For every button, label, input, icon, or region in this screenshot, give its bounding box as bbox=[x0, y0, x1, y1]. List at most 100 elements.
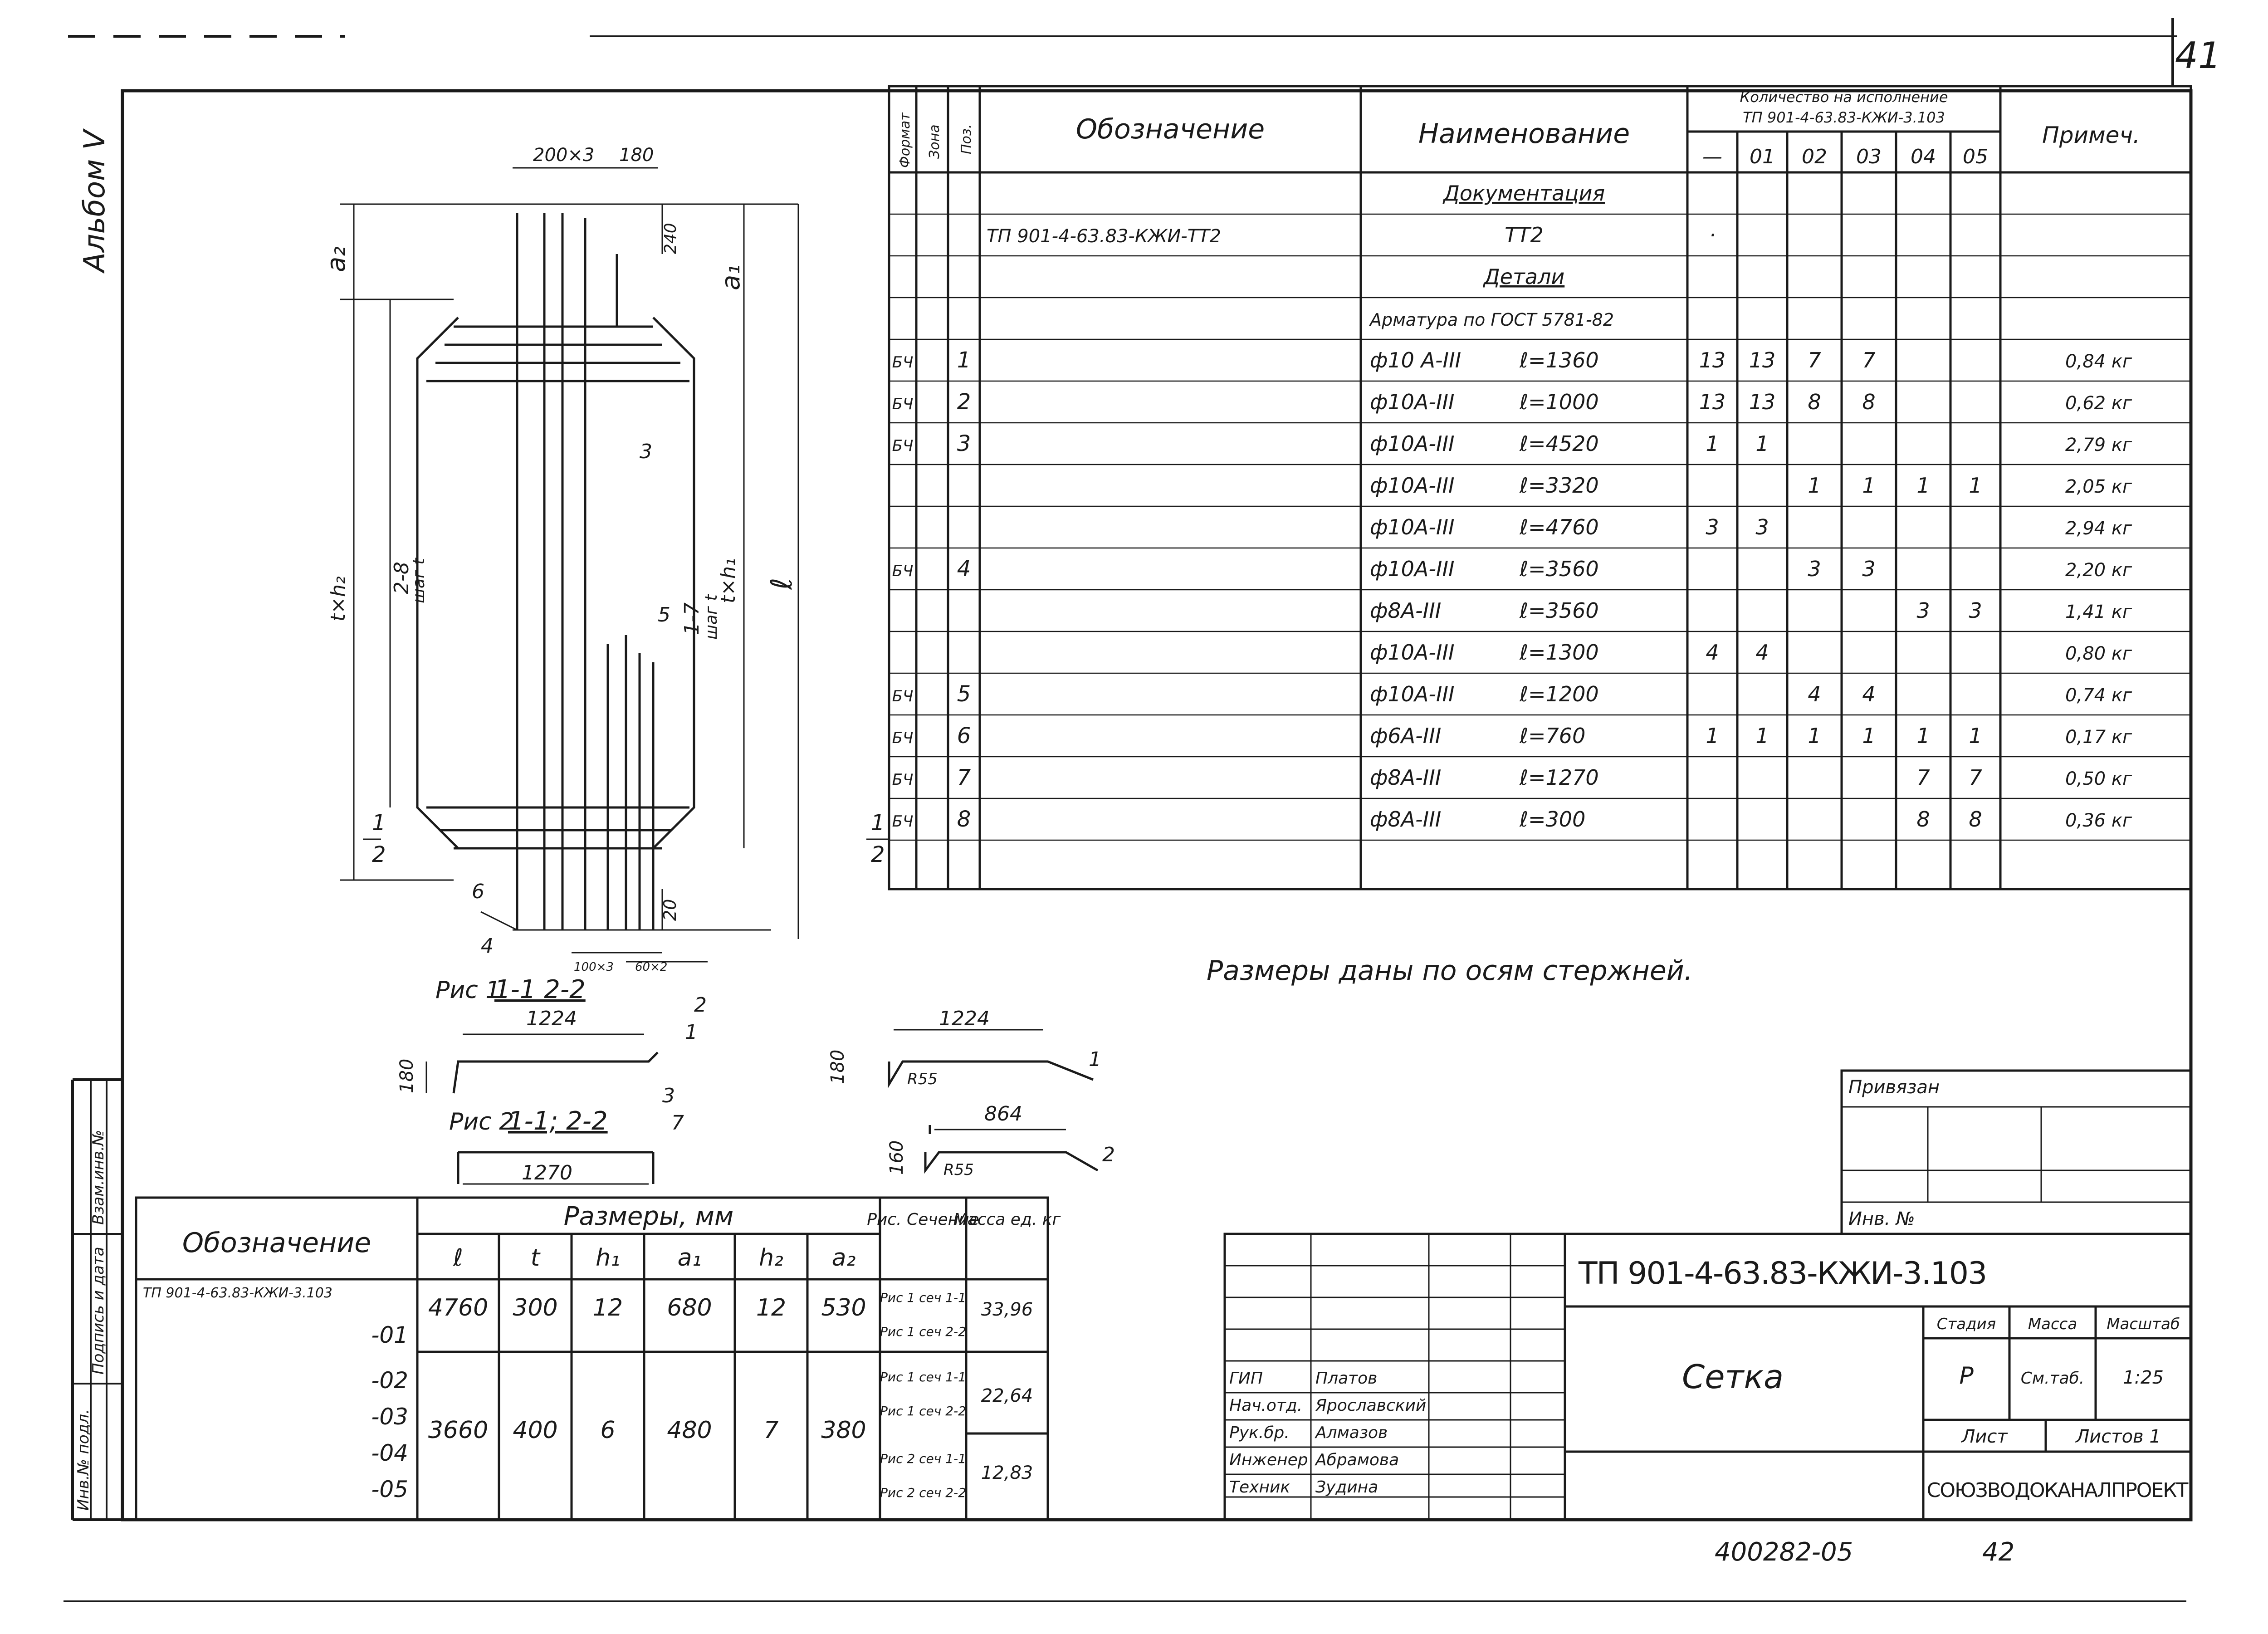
spec-row-length: ℓ=3560 bbox=[1519, 557, 1599, 581]
spec-row-qty: 1 bbox=[1862, 724, 1875, 748]
vt-col-name: ℓ bbox=[453, 1244, 463, 1272]
spec-row-length: ℓ=3320 bbox=[1519, 473, 1599, 498]
spec-row-name: ф10 А-III bbox=[1370, 348, 1461, 372]
fig1-pos-2: 2 bbox=[694, 993, 707, 1017]
vt-row2-value: 400 bbox=[513, 1417, 557, 1444]
vt-row1-value: 530 bbox=[821, 1294, 866, 1321]
label-1-7: 1-7 bbox=[680, 602, 704, 635]
qty-col-header: 03 bbox=[1856, 145, 1882, 168]
spec-row-length: ℓ=1000 bbox=[1519, 390, 1599, 414]
tb-person-role: Техник bbox=[1229, 1478, 1290, 1497]
figures: Рис 1 1-1 2-2 1224 180 2 1 Рис 2 1-1; 2-… bbox=[396, 975, 1115, 1185]
bottom-code: 400282-05 bbox=[1715, 1537, 1853, 1567]
spec-row-name: Документация bbox=[1442, 181, 1605, 205]
detail1-pos: 1 bbox=[1089, 1048, 1101, 1071]
spec-row-format: БЧ bbox=[892, 771, 914, 789]
vt-base-designation: ТП 901-4-63.83-КЖИ-3.103 bbox=[143, 1285, 332, 1301]
tb-person-name: Платов bbox=[1315, 1369, 1377, 1388]
tb-person-role: Рук.бр. bbox=[1229, 1424, 1290, 1442]
tb-person-name: Абрамова bbox=[1315, 1451, 1399, 1469]
spec-row-qty: 7 bbox=[1862, 348, 1875, 372]
vt-col-name: a₂ bbox=[832, 1244, 856, 1272]
spec-row-qty: 13 bbox=[1699, 390, 1726, 414]
dim-100x3: 100×3 bbox=[574, 960, 614, 974]
spec-row-length: ℓ=3560 bbox=[1519, 598, 1599, 623]
spec-header-note: Примеч. bbox=[2042, 122, 2140, 148]
spec-row-name: ф10А-III bbox=[1370, 515, 1455, 539]
spec-row-format: БЧ bbox=[892, 562, 914, 580]
spec-row-qty: 8 bbox=[1808, 390, 1821, 414]
detail1-radius: R55 bbox=[907, 1070, 938, 1088]
label-txh2: t×h₂ bbox=[327, 576, 350, 621]
dim-180: 180 bbox=[619, 145, 654, 166]
vt-variant: -05 bbox=[371, 1476, 408, 1502]
vt-variant: -01 bbox=[371, 1322, 408, 1348]
spec-row-qty: 8 bbox=[1862, 390, 1875, 414]
spec-row-designation: ТП 901-4-63.83-КЖИ-ТТ2 bbox=[987, 226, 1221, 247]
vt-fig-ref: Рис 1 сеч 1-1 bbox=[880, 1370, 966, 1384]
fig2-sections: 1-1; 2-2 bbox=[508, 1106, 608, 1136]
spec-row-qty: 4 bbox=[1862, 682, 1875, 706]
spec-row-pos: 4 bbox=[957, 556, 971, 582]
fig1-pos-1: 1 bbox=[685, 1021, 698, 1044]
spec-row-note: 0,50 кг bbox=[2065, 768, 2132, 789]
page-number: 41 bbox=[2175, 34, 2221, 77]
spec-row-note: 0,84 кг bbox=[2065, 351, 2132, 372]
stamp-signature-date: Подпись и дата bbox=[89, 1247, 108, 1375]
spec-row-qty: 1 bbox=[1862, 473, 1875, 498]
fig1-height: 180 bbox=[396, 1059, 417, 1093]
stamp-replace-inv: Взам.инв.№ bbox=[89, 1130, 108, 1225]
vt-row2-value: 7 bbox=[763, 1417, 778, 1444]
spec-row-note: 2,05 кг bbox=[2065, 476, 2132, 497]
spec-row-name: ф6А-III bbox=[1370, 724, 1441, 748]
spec-row-note: 2,79 кг bbox=[2065, 435, 2132, 455]
vt-header-mass: Масса ед. кг bbox=[953, 1210, 1061, 1229]
spec-row-name: ф8А-III bbox=[1370, 807, 1441, 832]
spec-row-pos: 6 bbox=[957, 723, 971, 749]
fig2-pos-3: 3 bbox=[662, 1084, 675, 1107]
spec-row-qty: 7 bbox=[1916, 765, 1930, 790]
title-block: Привязан Инв. № ТП 901-4-63.83-КЖИ-3.103… bbox=[1223, 1069, 2192, 1521]
section-mark-1-right: 1 bbox=[871, 810, 885, 836]
tb-organization: СОЮЗВОДОКАНАЛПРОЕКТ bbox=[1927, 1479, 2189, 1502]
spec-header-qty-sub: ТП 901-4-63.83-КЖИ-3.103 bbox=[1743, 109, 1945, 126]
vt-col-name: t bbox=[531, 1244, 541, 1272]
spec-row-qty: 4 bbox=[1706, 640, 1719, 665]
vt-fig-ref: Рис 1 сеч 2-2 bbox=[880, 1324, 966, 1339]
vt-row1-value: 12 bbox=[756, 1294, 786, 1321]
tb-sheet-label: Лист bbox=[1960, 1426, 2008, 1447]
variants-table: Обозначение Размеры, мм Рис. Сечение Мас… bbox=[135, 1196, 1061, 1521]
vt-variant: -04 bbox=[371, 1440, 408, 1466]
spec-header-qty: Количество на исполнение bbox=[1740, 88, 1948, 106]
spec-row-qty: 13 bbox=[1699, 348, 1726, 372]
spec-row-pos: 7 bbox=[957, 765, 971, 790]
spec-row-qty: 4 bbox=[1755, 640, 1769, 665]
spec-row-qty: 7 bbox=[1969, 765, 1982, 790]
vt-col-name: a₁ bbox=[678, 1244, 702, 1272]
spec-row-qty: 13 bbox=[1749, 348, 1776, 372]
tb-person-role: Нач.отд. bbox=[1229, 1396, 1302, 1415]
vt-mass-1: 33,96 bbox=[981, 1299, 1033, 1320]
pos-5-callout: 5 bbox=[658, 603, 670, 626]
tb-privyazan: Привязан bbox=[1848, 1077, 1940, 1098]
tb-person-name: Ярославский bbox=[1315, 1396, 1426, 1415]
tb-stage-header: Стадия bbox=[1937, 1315, 1996, 1333]
tb-sheets-label: Листов 1 bbox=[2075, 1426, 2161, 1447]
vt-fig-ref: Рис 2 сеч 1-1 bbox=[880, 1451, 966, 1466]
spec-row-pos: 5 bbox=[957, 681, 971, 707]
qty-col-header: 01 bbox=[1750, 145, 1775, 168]
spec-row-note: 0,62 кг bbox=[2065, 393, 2132, 414]
vt-header-sizes: Размеры, мм bbox=[564, 1202, 733, 1231]
pos-6-callout: 6 bbox=[472, 880, 484, 903]
spec-row-note: 1,41 кг bbox=[2065, 602, 2132, 622]
spec-row-qty: 1 bbox=[1808, 724, 1821, 748]
spec-row-note: 2,94 кг bbox=[2065, 518, 2132, 539]
pos-4-callout: 4 bbox=[481, 934, 494, 958]
spec-row-pos: 8 bbox=[957, 807, 971, 832]
spec-row-name: ф10А-III bbox=[1370, 640, 1455, 665]
tb-person-name: Зудина bbox=[1315, 1478, 1378, 1497]
spec-row-format: БЧ bbox=[892, 395, 914, 413]
spec-row-note: 0,80 кг bbox=[2065, 643, 2132, 664]
vt-header-fig: Рис. Сечение bbox=[867, 1210, 979, 1229]
